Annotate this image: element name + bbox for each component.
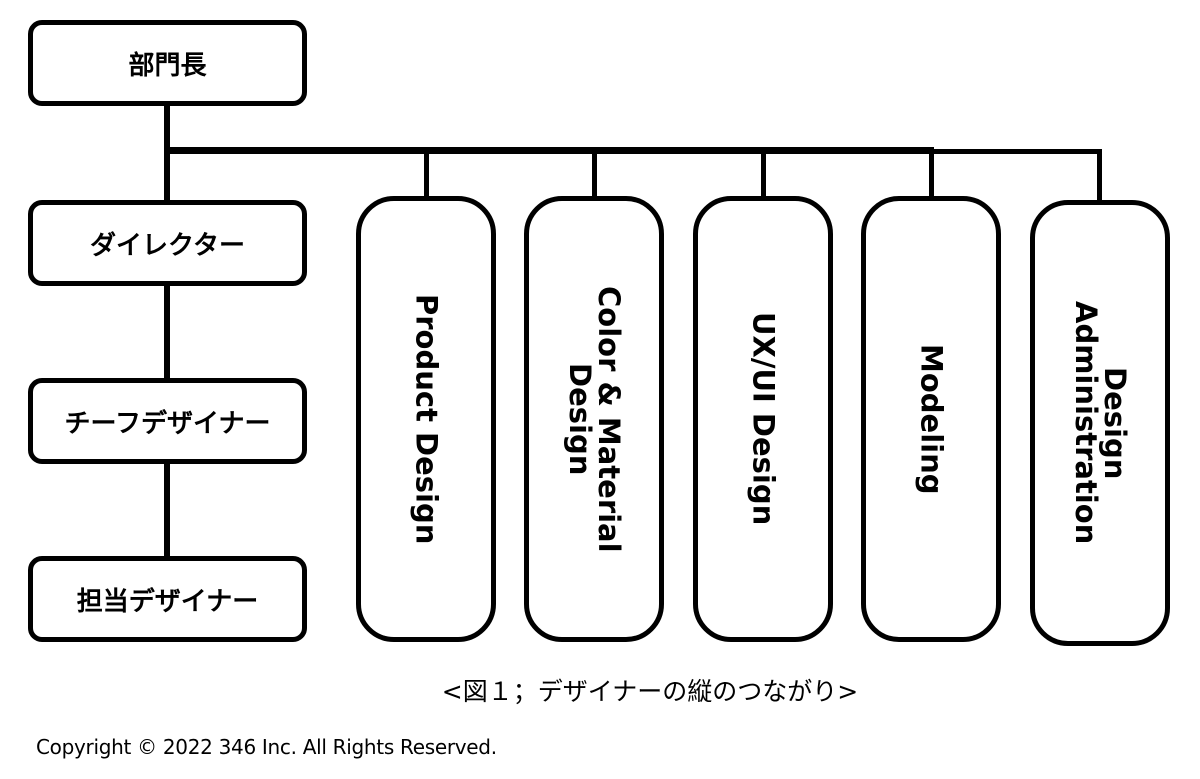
- department-label: Product Design: [409, 293, 444, 545]
- dept-connector-4: [929, 150, 934, 200]
- director-label: ダイレクター: [90, 230, 245, 261]
- department-label-line: Design: [563, 362, 597, 476]
- figure-caption: <図１；デザイナーの縦のつながり>: [0, 672, 1200, 708]
- dept-connector-3: [761, 150, 766, 200]
- designer-label: 担当デザイナー: [76, 586, 259, 617]
- left-connector-1: [164, 283, 170, 381]
- designer-box: 担当デザイナー: [28, 556, 307, 642]
- department-label-line: UX/UI Design: [746, 312, 781, 526]
- horizontal-bus: [164, 147, 934, 154]
- head-box: 部門長: [28, 20, 307, 106]
- director-box: ダイレクター: [28, 200, 307, 286]
- department-box-modeling: Modeling: [861, 196, 1001, 642]
- chief-designer-box: チーフデザイナー: [28, 378, 307, 464]
- dept-connector-1: [424, 150, 429, 200]
- department-label-line: Design: [1098, 366, 1132, 480]
- department-label-line: Modeling: [914, 343, 949, 495]
- department-label: Design Administration: [1069, 301, 1132, 545]
- department-label: Color & Material Design: [563, 285, 626, 553]
- department-label-line: Color & Material: [592, 285, 626, 553]
- department-label-line: Product Design: [409, 293, 444, 545]
- department-label-line: Administration: [1069, 301, 1103, 545]
- figure-caption-text: <図１；デザイナーの縦のつながり>: [441, 677, 859, 706]
- department-label: Modeling: [914, 343, 949, 495]
- dept-connector-5: [1097, 150, 1102, 205]
- head-label: 部門長: [128, 50, 207, 81]
- department-label: UX/UI Design: [746, 312, 781, 526]
- department-box-color-material: Color & Material Design: [524, 196, 664, 642]
- copyright-notice: Copyright © 2022 346 Inc. All Rights Res…: [36, 735, 497, 759]
- chief-designer-label: チーフデザイナー: [64, 408, 271, 439]
- dept-connector-2: [592, 150, 597, 200]
- left-connector-2: [164, 461, 170, 559]
- department-box-product-design: Product Design: [356, 196, 496, 642]
- horizontal-bus-end: [930, 149, 1102, 154]
- department-box-design-administration: Design Administration: [1030, 200, 1170, 646]
- department-box-ux-ui: UX/UI Design: [693, 196, 833, 642]
